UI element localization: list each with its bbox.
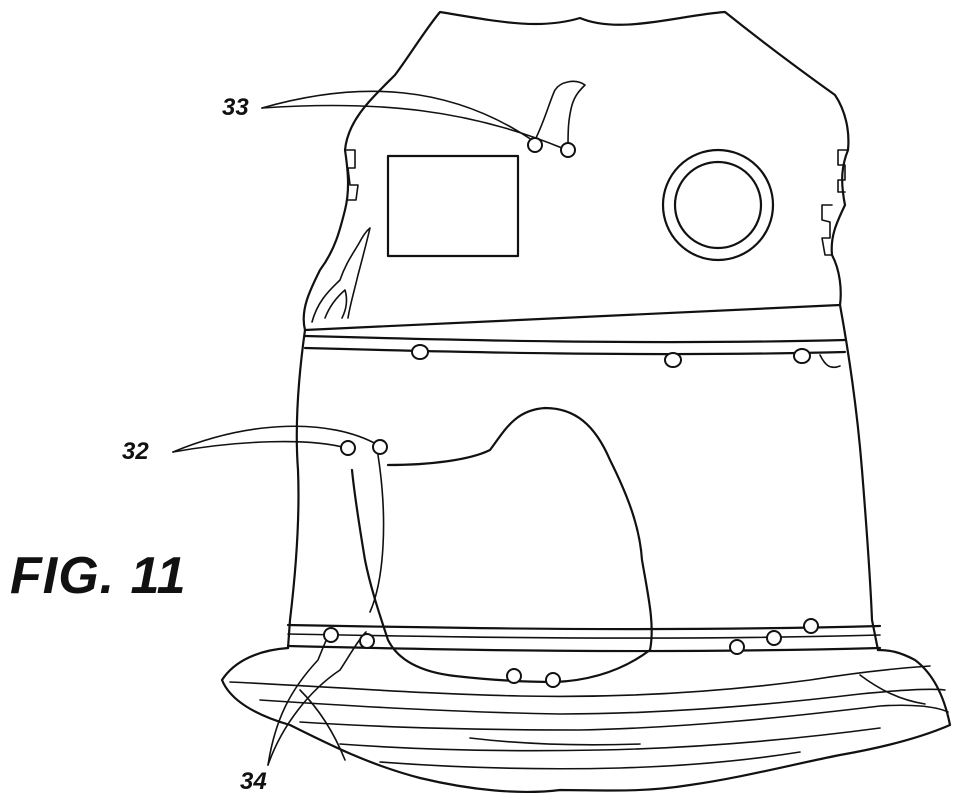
leader-33-lower [261,104,563,149]
base-flow-line-5 [379,751,801,770]
square-window [386,154,520,258]
figure-title: FIG. 11 [10,547,187,605]
marker-dot-32-a [340,440,356,456]
seam-dot-upper-1 [411,344,429,360]
upper-seam-line-1 [303,334,847,344]
upper-body-outline [302,10,850,332]
base-flow-line-4 [339,727,881,752]
seam-dot-upper-2 [664,352,682,368]
lower-body-left-side [286,328,307,650]
connector-32-to-34 [369,454,385,613]
marker-dot-32-b [372,439,388,455]
seam-dot-lower-1 [729,639,745,655]
upper-seam-line-2 [303,346,847,356]
reference-numeral-34: 34 [240,768,267,795]
leader-32-upper [172,425,379,453]
base-outline [220,646,952,794]
base-flow-line-3 [299,704,949,731]
seam-dot-lower-2 [766,630,782,646]
patch-dot-2 [545,672,561,688]
reference-numeral-33: 33 [222,94,249,121]
left-notch [344,149,359,201]
right-notch-upper [837,149,849,193]
lower-seam-line-3 [286,644,882,653]
seam-dot-lower-3 [803,618,819,634]
leader-34-left [267,631,331,766]
leader-34-right [267,631,367,766]
circular-port-outer [661,148,775,262]
reference-numeral-32: 32 [122,438,149,465]
lower-seam-line-2 [287,633,881,639]
top-hook-form [534,80,586,149]
base-flow-line-6 [299,689,346,761]
upper-seam-tab [819,354,841,369]
leader-33-upper [261,90,533,141]
exposed-patch-outline [350,406,653,684]
leader-32-lower [172,440,347,453]
lower-body-right-side [838,303,880,652]
base-flow-line-8 [469,737,641,746]
marker-dot-34-a [323,627,339,643]
seam-dot-upper-3 [793,348,811,364]
base-flow-line-1 [229,665,931,698]
marker-dot-33-b [560,142,576,158]
marker-dot-33-a [527,137,543,153]
base-flow-line-7 [859,674,926,705]
left-irregular-mark [311,227,371,323]
patch-dot-1 [506,668,522,684]
circular-port-inner [673,160,763,250]
marker-dot-34-b [359,633,375,649]
right-notch-lower [821,204,833,256]
left-irregular-mark-inner [324,289,348,319]
lower-seam-line-1 [286,623,882,631]
